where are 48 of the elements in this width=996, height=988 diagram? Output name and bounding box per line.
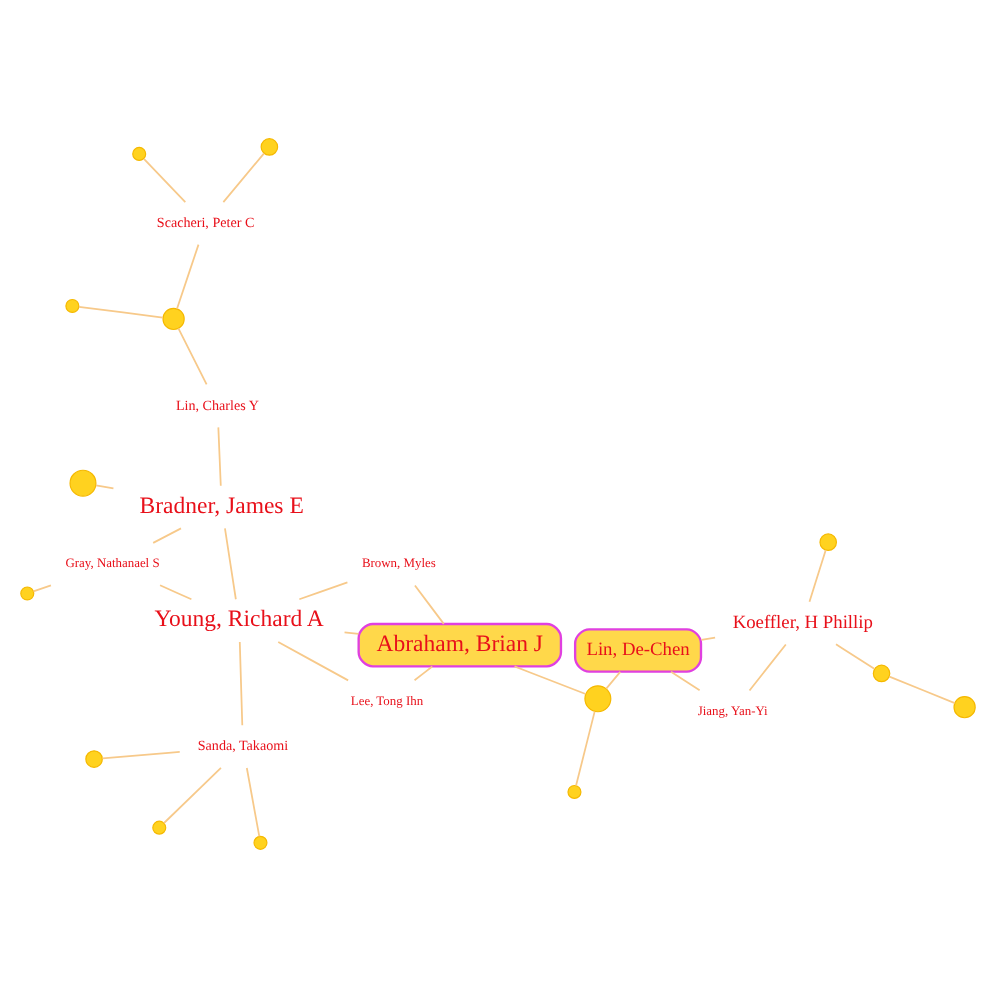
connector: [238, 641, 244, 727]
connector: [152, 527, 182, 544]
node-circle: [819, 533, 838, 551]
node-circle: [253, 835, 268, 850]
node-text: Koeffler, H Phillip: [732, 613, 873, 634]
connector: [176, 243, 200, 310]
node-circle: [584, 685, 612, 713]
connector: [163, 767, 222, 824]
connector: [414, 584, 445, 625]
node-circle: [567, 784, 582, 799]
node-circle: [69, 469, 97, 497]
connector: [245, 767, 261, 838]
connector: [32, 584, 52, 593]
connector: [217, 426, 222, 487]
node-box: Lin, De-Chen: [573, 628, 703, 673]
connector: [888, 675, 956, 705]
connector: [413, 665, 434, 682]
connector: [808, 549, 827, 603]
node-text: Bradner, James E: [139, 493, 304, 520]
node-circle: [20, 586, 35, 601]
connector: [143, 158, 187, 204]
connector: [343, 631, 360, 635]
connector: [670, 670, 701, 692]
node-circle: [872, 664, 891, 683]
node-circle: [85, 750, 103, 768]
connector: [748, 643, 787, 692]
node-circle: [65, 298, 80, 314]
connector: [605, 670, 622, 690]
connector: [513, 665, 587, 695]
connector: [835, 643, 876, 670]
connector: [224, 527, 237, 601]
node-box: Abraham, Brian J: [357, 622, 563, 668]
node-circle: [260, 138, 279, 156]
connector: [177, 327, 208, 386]
node-text: Young, Richard A: [154, 606, 324, 633]
connector: [298, 581, 349, 601]
node-circle: [152, 820, 167, 835]
connector: [575, 710, 596, 787]
node-circle: [132, 146, 147, 161]
connector: [277, 641, 349, 682]
node-circle: [953, 696, 976, 719]
node-circle: [162, 307, 185, 331]
connector: [95, 484, 115, 490]
connector: [159, 584, 193, 601]
connector: [101, 751, 181, 760]
connector: [222, 152, 265, 203]
connector: [700, 636, 716, 641]
connector: [78, 305, 164, 319]
